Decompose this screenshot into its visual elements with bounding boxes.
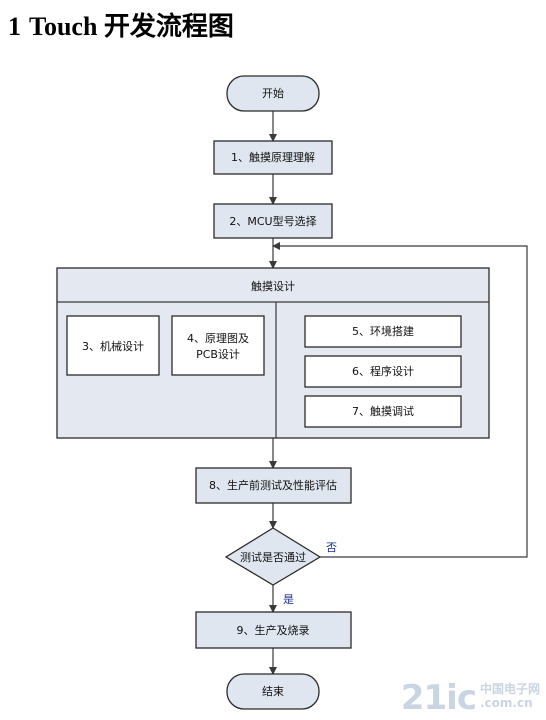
watermark-small-line2: .com.cn xyxy=(479,696,533,710)
yes-label: 是 xyxy=(283,593,294,606)
step4-label-line2: PCB设计 xyxy=(196,348,240,361)
start-label: 开始 xyxy=(262,86,284,100)
step1-label: 1、触摸原理理解 xyxy=(231,150,315,164)
watermark-small-line1: 中国电子网 xyxy=(479,682,540,696)
step3-label: 3、机械设计 xyxy=(82,339,144,353)
step7-label: 7、触摸调试 xyxy=(352,404,414,418)
step9-label: 9、生产及烧录 xyxy=(237,623,310,637)
heading-title: Touch 开发流程图 xyxy=(29,12,234,41)
watermark-small: 中国电子网.com.cn xyxy=(480,682,540,710)
start-node xyxy=(226,75,320,112)
no-label: 否 xyxy=(326,541,337,554)
step3-node xyxy=(66,315,160,376)
step6-node xyxy=(304,355,462,388)
step5-node xyxy=(304,315,462,348)
page-heading: 1 Touch 开发流程图 xyxy=(8,6,234,43)
end-node xyxy=(226,673,320,710)
step9-node xyxy=(195,611,352,649)
step8-label: 8、生产前测试及性能评估 xyxy=(209,478,337,492)
step2-node xyxy=(213,203,333,239)
decision-node xyxy=(224,527,322,586)
step7-node xyxy=(304,395,462,428)
step1-node xyxy=(213,140,333,175)
touch-design-title: 触摸设计 xyxy=(251,279,295,293)
step6-label: 6、程序设计 xyxy=(352,364,414,378)
watermark-big: 21ic xyxy=(400,678,477,718)
step4-label-line1: 4、原理图及 xyxy=(187,332,249,345)
decision-label: 测试是否通过 xyxy=(240,551,306,564)
heading-bullet: 1 xyxy=(8,12,21,41)
end-label: 结束 xyxy=(262,685,284,698)
step8-node xyxy=(195,467,352,504)
step5-label: 5、环境搭建 xyxy=(352,324,414,338)
step2-label: 2、MCU型号选择 xyxy=(229,214,316,228)
step4-node xyxy=(171,315,265,376)
loop-back-line xyxy=(272,242,528,558)
